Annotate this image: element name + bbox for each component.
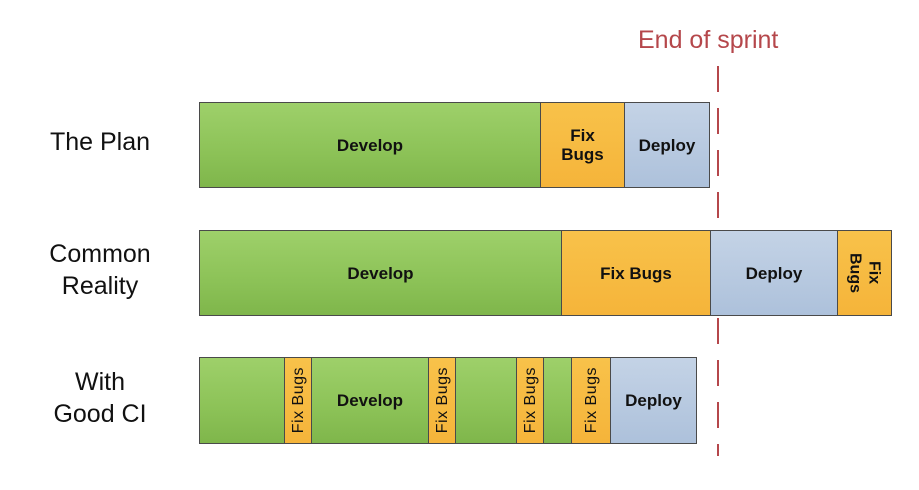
segment-label: Develop bbox=[336, 135, 404, 155]
bar-the-plan: Develop Fix Bugs Deploy bbox=[199, 102, 710, 188]
row-label-the-plan: The Plan bbox=[20, 126, 180, 158]
segment-label-line: Fix bbox=[865, 261, 883, 285]
segment-label-line: Fix bbox=[570, 126, 595, 145]
segment-develop bbox=[200, 358, 285, 443]
segment-label: Fix Bugs bbox=[582, 367, 600, 434]
segment-fix-bugs: Fix Bugs bbox=[572, 358, 611, 443]
segment-label: Deploy bbox=[745, 263, 803, 283]
row-label-common-reality: Common Reality bbox=[20, 238, 180, 302]
segment-develop bbox=[544, 358, 572, 443]
row-label-line: Reality bbox=[61, 272, 139, 300]
segment-develop: Develop bbox=[200, 231, 562, 315]
segment-label-line: Bugs bbox=[846, 253, 864, 293]
segment-label: Fix Bugs bbox=[846, 253, 884, 293]
segment-fix-bugs: Fix Bugs bbox=[429, 358, 456, 443]
row-label-line: The Plan bbox=[49, 128, 151, 156]
segment-label: Fix Bugs bbox=[289, 367, 307, 434]
segment-fix-bugs: Fix Bugs bbox=[541, 103, 625, 187]
segment-label: Fix Bugs bbox=[600, 263, 672, 283]
segment-label: Develop bbox=[347, 263, 414, 283]
segment-deploy: Deploy bbox=[711, 231, 838, 315]
bar-with-good-ci: Fix Bugs Develop Fix Bugs Fix Bugs Fix B… bbox=[199, 357, 697, 444]
segment-label-line: Bugs bbox=[561, 145, 604, 164]
segment-fix-bugs: Fix Bugs bbox=[517, 358, 544, 443]
segment-label: Deploy bbox=[638, 135, 696, 155]
row-label-line: Common bbox=[49, 240, 151, 268]
segment-deploy: Deploy bbox=[611, 358, 696, 443]
segment-develop bbox=[456, 358, 517, 443]
segment-develop: Develop bbox=[200, 103, 541, 187]
row-label-with-good-ci: With Good CI bbox=[20, 366, 180, 430]
segment-fix-bugs: Fix Bugs bbox=[285, 358, 312, 443]
end-of-sprint-label: End of sprint bbox=[638, 26, 779, 54]
bar-common-reality: Develop Fix Bugs Deploy Fix Bugs bbox=[199, 230, 892, 316]
segment-label: Develop bbox=[336, 391, 404, 410]
segment-develop: Develop bbox=[312, 358, 429, 443]
segment-label: Fix Bugs bbox=[433, 367, 451, 434]
row-label-line: With bbox=[75, 368, 125, 396]
segment-deploy: Deploy bbox=[625, 103, 709, 187]
row-label-line: Good CI bbox=[53, 400, 147, 428]
segment-label: Deploy bbox=[625, 391, 682, 410]
segment-fix-bugs: Fix Bugs bbox=[562, 231, 711, 315]
segment-label: Fix Bugs bbox=[561, 126, 604, 164]
segment-fix-bugs: Fix Bugs bbox=[838, 231, 891, 315]
segment-label: Fix Bugs bbox=[521, 367, 539, 434]
